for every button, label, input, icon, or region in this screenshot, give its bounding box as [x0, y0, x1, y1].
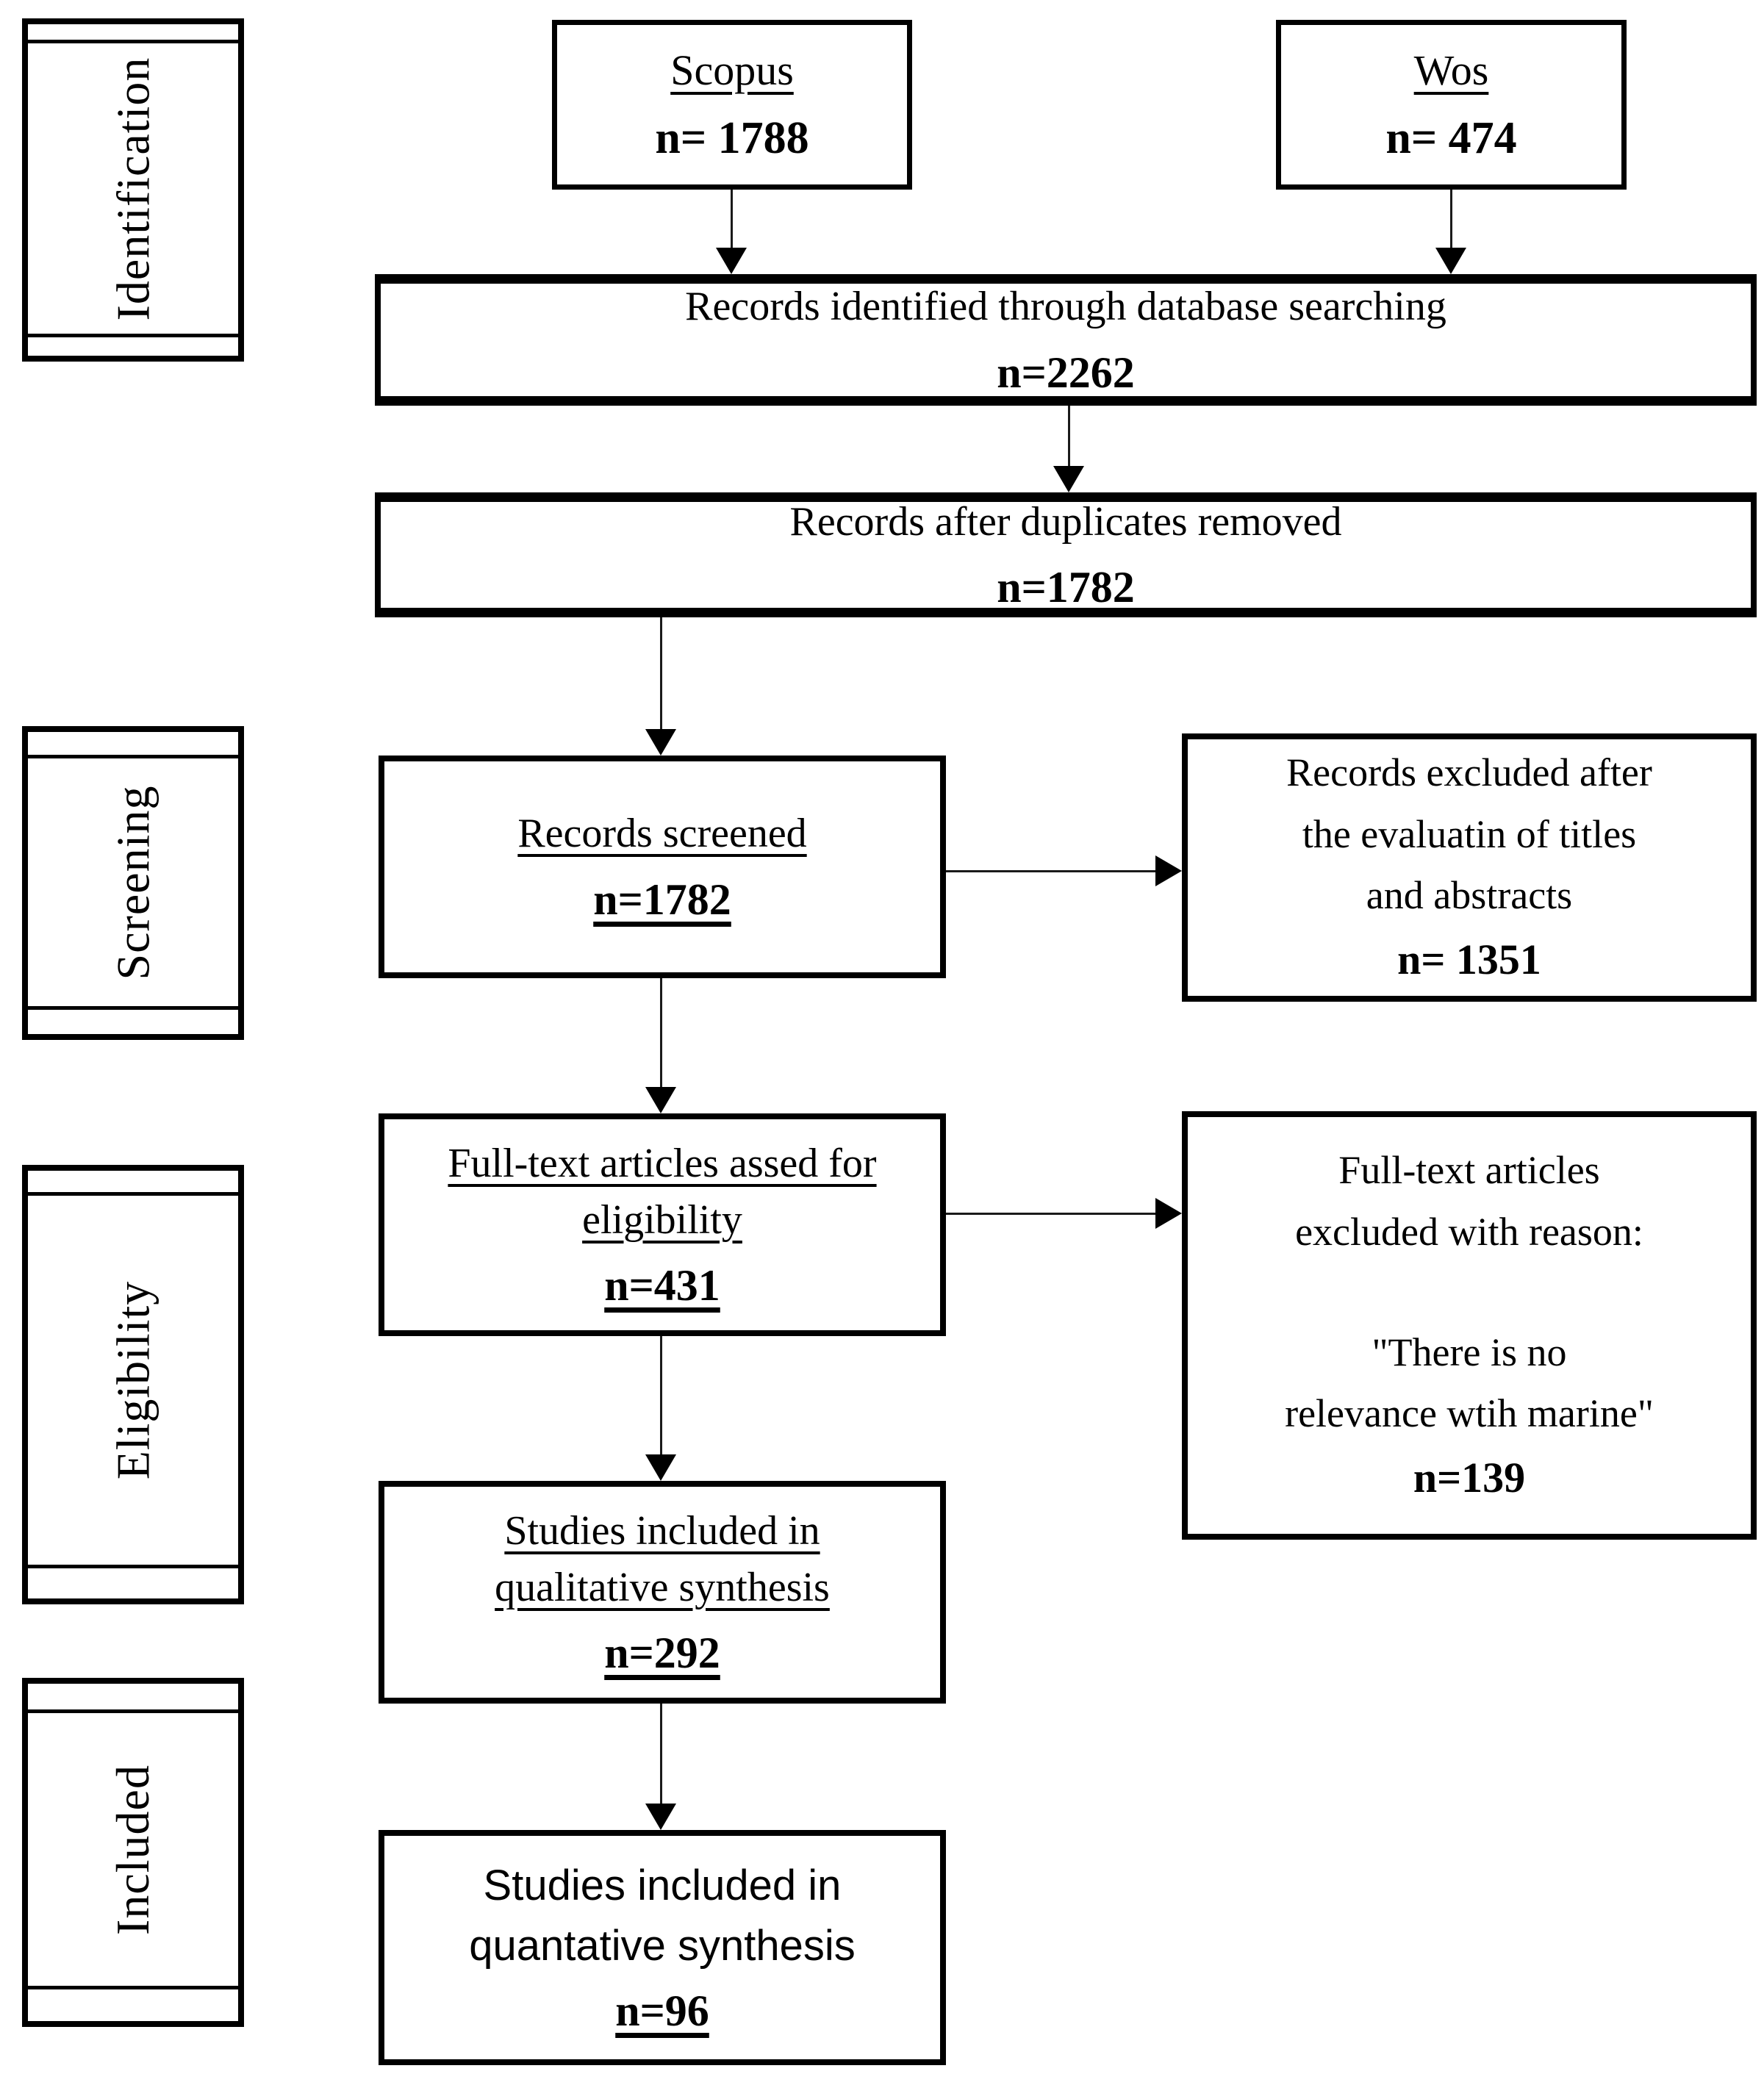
arrow-wos-to-identified-head: [1435, 248, 1466, 274]
arrow-deduped-to-screened-line: [660, 617, 662, 732]
arrow-scopus-to-identified-line: [731, 190, 733, 251]
arrow-screened-to-excluded-head: [1155, 855, 1182, 886]
box-qualitative-synthesis: Studies included in qualitative synthesi…: [379, 1481, 946, 1704]
stage-screening: Screening: [22, 726, 244, 1040]
fulltext-assessed-label: Full-text articles assed for eligibility: [448, 1141, 877, 1243]
box-fulltext-excluded: Full-text articles excluded with reason:…: [1182, 1111, 1757, 1540]
source-wos-name: Wos: [1413, 46, 1489, 94]
stage-label-area: Included: [28, 1713, 238, 1986]
arrow-scopus-to-identified-head: [716, 248, 747, 274]
arrow-identified-to-deduped-head: [1053, 466, 1084, 492]
arrow-fulltext-to-excluded-head: [1155, 1198, 1182, 1229]
fulltext-excluded-heading: Full-text articles excluded with reason:: [1295, 1148, 1643, 1254]
quantitative-synthesis-count: n=96: [615, 1987, 709, 2036]
quantitative-synthesis-label: Studies included in quantative synthesis: [469, 1861, 856, 1970]
fulltext-assessed-count: n=431: [604, 1260, 720, 1310]
stage-top-strip: [28, 1684, 238, 1713]
fulltext-excluded-reason: "There is no relevance wtih marine": [1285, 1329, 1654, 1436]
arrow-screened-to-fulltext-head: [645, 1087, 676, 1113]
stage-top-strip: [28, 1171, 238, 1196]
stage-included: Included: [22, 1678, 244, 2027]
stage-eligibility: Eligibility: [22, 1165, 244, 1604]
stage-top-strip: [28, 24, 238, 43]
duplicates-removed-count: n=1782: [997, 563, 1135, 612]
duplicates-removed-label: Records after duplicates removed: [789, 498, 1342, 545]
records-screened-count: n=1782: [593, 875, 731, 924]
stage-included-label: Included: [107, 1764, 159, 1935]
box-records-screened: Records screened n=1782: [379, 756, 946, 978]
box-quantitative-synthesis: Studies included in quantative synthesis…: [379, 1830, 946, 2065]
records-identified-count: n=2262: [997, 348, 1135, 397]
records-screened-label: Records screened: [517, 811, 807, 857]
box-duplicates-removed: Records after duplicates removed n=1782: [375, 492, 1757, 617]
arrow-identified-to-deduped-line: [1068, 406, 1070, 469]
arrow-wos-to-identified-line: [1450, 190, 1452, 251]
box-records-identified: Records identified through database sear…: [375, 274, 1757, 406]
source-scopus-name: Scopus: [670, 46, 794, 94]
stage-screening-label: Screening: [107, 785, 159, 980]
source-wos-count: n= 474: [1385, 112, 1517, 163]
arrow-deduped-to-screened-head: [645, 729, 676, 756]
stage-identification: Identification: [22, 18, 244, 362]
stage-identification-label: Identification: [107, 57, 159, 320]
stage-bottom-strip: [28, 1565, 238, 1598]
stage-bottom-strip: [28, 1986, 238, 2021]
arrow-fulltext-to-excluded-line: [946, 1213, 1158, 1215]
stage-label-area: Eligibility: [28, 1196, 238, 1565]
stage-bottom-strip: [28, 334, 238, 356]
arrow-fulltext-to-qualitative-head: [645, 1454, 676, 1481]
records-identified-label: Records identified through database sear…: [685, 284, 1446, 330]
stage-bottom-strip: [28, 1006, 238, 1034]
arrow-screened-to-fulltext-line: [660, 978, 662, 1090]
arrow-qualitative-to-quantitative-line: [660, 1704, 662, 1806]
stage-top-strip: [28, 732, 238, 758]
source-box-scopus: Scopus n= 1788: [552, 20, 912, 190]
arrow-fulltext-to-qualitative-line: [660, 1336, 662, 1457]
stage-label-area: Screening: [28, 758, 238, 1006]
stage-eligibility-label: Eligibility: [107, 1280, 159, 1480]
qualitative-synthesis-count: n=292: [604, 1628, 720, 1677]
box-records-excluded: Records excluded after the evaluatin of …: [1182, 733, 1757, 1002]
arrow-qualitative-to-quantitative-head: [645, 1804, 676, 1830]
records-excluded-label: Records excluded after the evaluatin of …: [1286, 750, 1652, 918]
box-fulltext-assessed: Full-text articles assed for eligibility…: [379, 1113, 946, 1336]
stage-label-area: Identification: [28, 43, 238, 334]
qualitative-synthesis-label: Studies included in qualitative synthesi…: [495, 1508, 830, 1610]
source-scopus-count: n= 1788: [655, 112, 809, 163]
fulltext-excluded-count: n=139: [1413, 1453, 1526, 1501]
arrow-screened-to-excluded-line: [946, 870, 1158, 872]
source-box-wos: Wos n= 474: [1276, 20, 1627, 190]
records-excluded-count: n= 1351: [1397, 936, 1541, 984]
